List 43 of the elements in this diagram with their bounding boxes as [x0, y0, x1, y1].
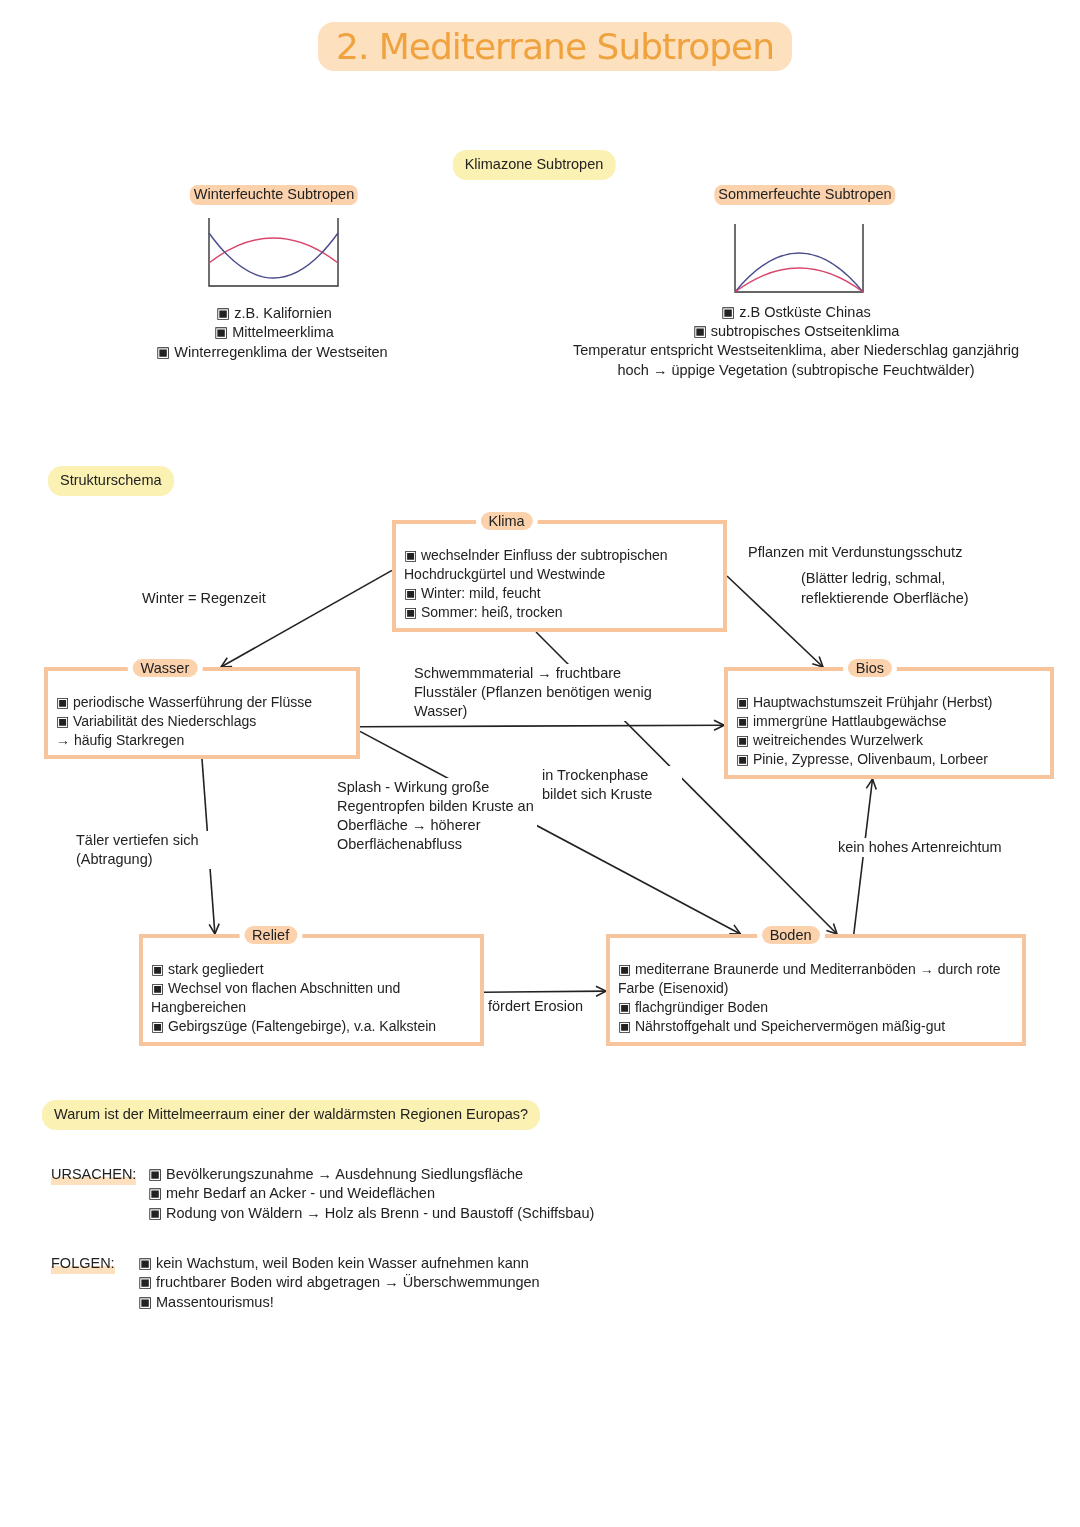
bullet-text: ▣ periodische Wasserführung der Flüsse: [56, 693, 314, 712]
note-text: ▣ Massentourismus!: [138, 1293, 274, 1312]
bullet-text: ▣ Nährstoffgehalt und Speichervermögen mäßig-gut: [618, 1017, 947, 1036]
note-text: ▣ Rodung von Wäldern → Holz als Brenn - und Baustoff (Schiffsbau): [148, 1204, 595, 1223]
bullet-text: ▣ Gebirgszüge (Faltengebirge), v.a. Kalkstein: [151, 1017, 438, 1036]
bullet-text: ▣ flachgründiger Boden: [618, 998, 769, 1017]
arrow: [483, 985, 607, 997]
note-text: ▣ fruchtbarer Boden wird abgetragen → Überschwemmungen: [138, 1273, 540, 1292]
note-text: ▣ z.B Ostküste Chinas: [721, 303, 871, 322]
note-text: ▣ kein Wachstum, weil Boden kein Wasser aufnehmen kann: [138, 1254, 529, 1273]
bullet-text: ▣ Hauptwachstumszeit Frühjahr (Herbst): [736, 693, 994, 712]
edge-label: Pflanzen mit Verdunstungsschutz: [748, 543, 963, 562]
bullet-text: ▣ weitreichendes Wurzelwerk: [736, 731, 925, 750]
title: 2. Mediterrane Subtropen: [318, 22, 792, 71]
arrow: [220, 569, 393, 668]
edge-label: Winter = Regenzeit: [142, 589, 266, 608]
bullet-text: ▣ Winter: mild, feucht: [404, 584, 542, 603]
section-heading: Winterfeuchte Subtropen: [189, 185, 359, 205]
note-text: Temperatur entspricht Westseitenklima, aber Niederschlag ganzjährig hoch → üppige Vegetation (subtropische Feuchtwälder): [571, 341, 1021, 380]
arrow: [359, 719, 725, 732]
bullet-text: → häufig Starkregen: [56, 731, 186, 750]
note-text: ▣ Bevölkerungszunahme → Ausdehnung Siedlungsfläche: [148, 1165, 524, 1184]
label-pill: Warum ist der Mittelmeerraum einer der waldärmsten Regionen Europas?: [42, 1100, 541, 1130]
bullet-text: ▣ Wechsel von flachen Abschnitten und Hangbereichen: [151, 979, 402, 1017]
label-pill: Strukturschema: [48, 466, 174, 496]
note-text: ▣ mehr Bedarf an Acker - und Weideflächen: [148, 1184, 435, 1203]
bullet-text: ▣ Variabilität des Niederschlags: [56, 712, 258, 731]
bullet-text: ▣ wechselnder Einfluss der subtropischen Hochdruckgürtel und Westwinde: [404, 546, 669, 584]
note-text: ▣ Winterregenklima der Westseiten: [156, 343, 388, 362]
note-text: ▣ subtropisches Ostseitenklima: [692, 322, 900, 341]
note-text: (Blätter ledrig, schmal, reflektierende Oberfläche): [801, 569, 970, 608]
bullet-text: ▣ Pinie, Zypresse, Olivenbaum, Lorbeer: [736, 750, 989, 769]
bullet-text: ▣ stark gegliedert: [151, 960, 265, 979]
note-text: ▣ z.B. Kalifornien: [216, 304, 332, 323]
bullet-text: ▣ Sommer: heiß, trocken: [404, 603, 564, 622]
bullet-text: ▣ immergrüne Hattlaubgewächse: [736, 712, 948, 731]
bullet-text: ▣ mediterrane Braunerde und Mediterranböden → durch rote Farbe (Eisenoxid): [618, 960, 1002, 998]
section-heading: Sommerfeuchte Subtropen: [714, 185, 896, 205]
arrow: [853, 778, 878, 935]
label-pill: Klimazone Subtropen: [452, 150, 616, 180]
arrow: [726, 575, 824, 668]
note-text: ▣ Mittelmeerklima: [214, 323, 334, 342]
edge-label: kein hohes Artenreichtum: [838, 838, 1002, 857]
